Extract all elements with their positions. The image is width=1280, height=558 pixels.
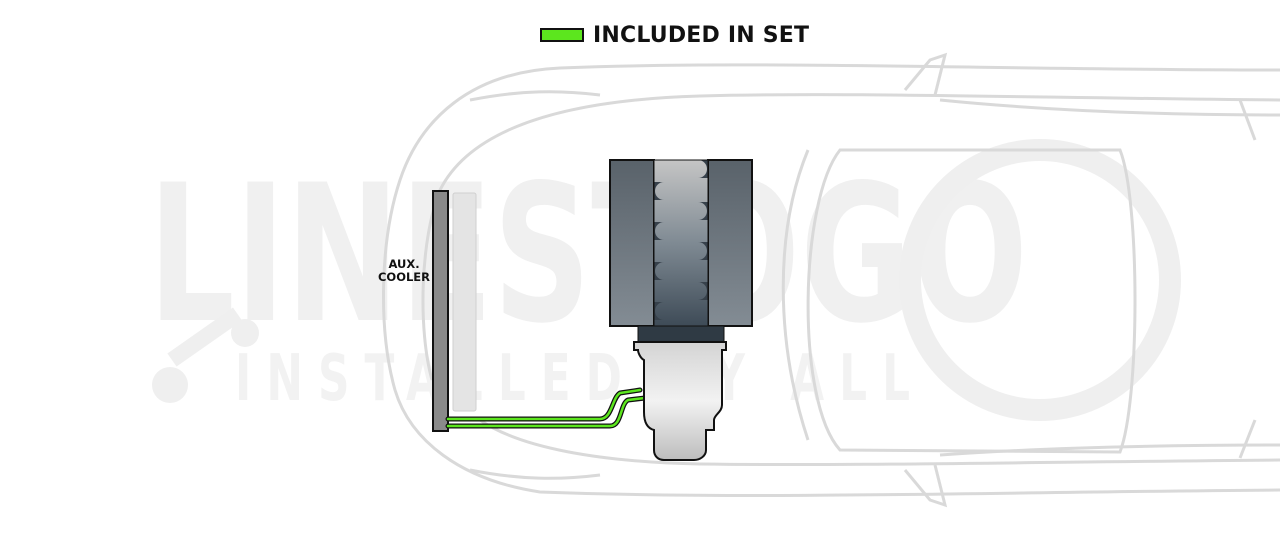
aux-cooler-label: AUX. COOLER xyxy=(374,258,434,284)
transmission xyxy=(609,159,753,461)
aux-cooler xyxy=(432,190,449,432)
included-swatch xyxy=(540,28,584,42)
legend: INCLUDED IN SET xyxy=(540,22,809,48)
svg-text:INSTALLED BY ALL: INSTALLED BY ALL xyxy=(235,342,925,416)
svg-text:LINESTOGO: LINESTOGO xyxy=(148,144,1028,365)
wrench-icon xyxy=(152,307,259,403)
transmission-lines xyxy=(445,387,648,429)
aux-cooler-label-line2: COOLER xyxy=(377,270,431,284)
aux-cooler-label-line1: AUX. xyxy=(388,257,420,271)
legend-label: INCLUDED IN SET xyxy=(593,22,810,48)
car-outline xyxy=(382,52,1280,508)
radiator xyxy=(452,192,477,412)
